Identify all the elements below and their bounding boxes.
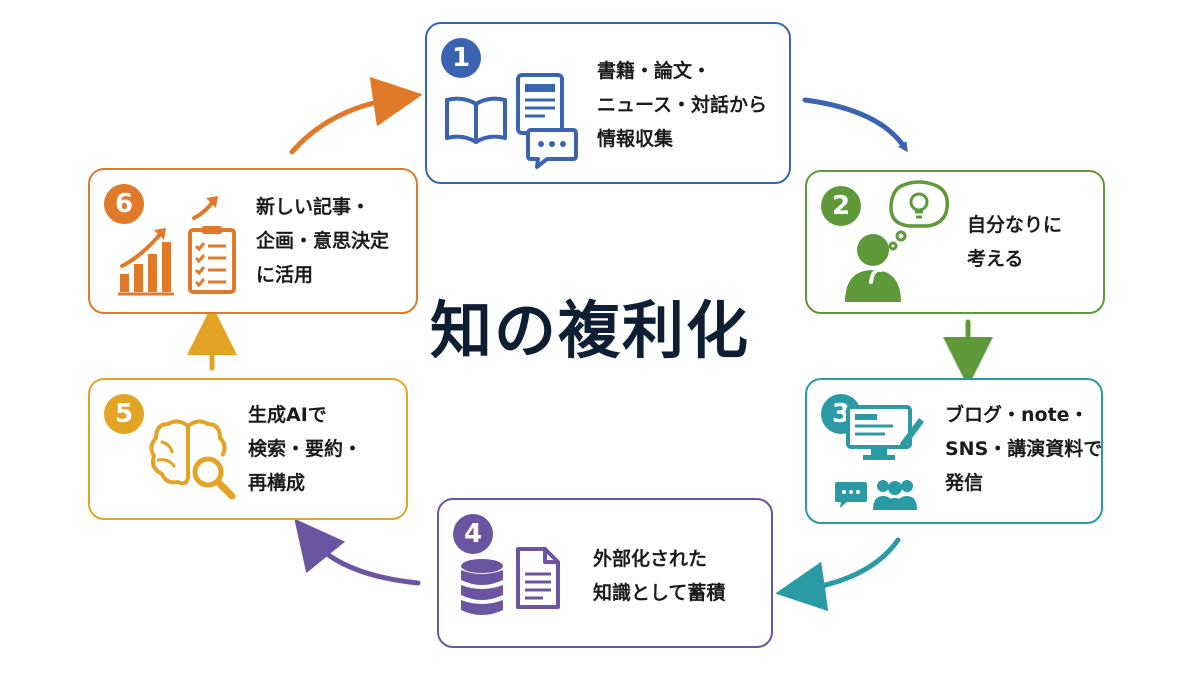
step-label: 生成AIで 検索・要約・ 再構成 — [248, 404, 363, 494]
chat-bubble-icon — [835, 482, 867, 508]
brain-search-icon — [149, 419, 236, 500]
arrow-4-to-5 — [294, 518, 421, 586]
step-card-3: 3 ブログ・note・ SNS・講演資料で 発信 — [805, 378, 1103, 524]
step-number-badge: 6 — [104, 184, 144, 224]
audience-icon — [873, 480, 917, 510]
step-number-badge: 5 — [104, 394, 144, 434]
step-label: ブログ・note・ SNS・講演資料で 発信 — [945, 404, 1103, 494]
step-number-badge: 4 — [453, 514, 493, 554]
step-number-badge: 2 — [821, 186, 861, 226]
chat-bubble-icon — [526, 128, 578, 169]
step-card-5: 5 生成AIで 検索・要約・ 再構成 — [88, 378, 408, 520]
thinking-person-icon — [845, 234, 901, 302]
arrow-1-to-2 — [802, 97, 908, 153]
diagram-title: 知の複利化 — [430, 294, 751, 367]
step-label: 新しい記事・ 企画・意思決定 に活用 — [256, 196, 390, 286]
step-card-2: 2 自分なりに 考える — [805, 170, 1105, 314]
checklist-icon — [188, 196, 236, 294]
book-icon — [445, 96, 507, 144]
growth-chart-icon — [118, 228, 174, 296]
monitor-edit-icon — [846, 405, 924, 460]
arrow-3-to-4 — [775, 537, 901, 612]
step-label: 書籍・論文・ ニュース・対話から 情報収集 — [597, 60, 768, 150]
database-icon — [461, 559, 503, 615]
document-icon — [516, 547, 560, 609]
step-card-6: 6 新しい記事・ 企画・意思決定 に活用 — [88, 168, 418, 314]
step-label: 外部化された 知識として蓄積 — [593, 548, 726, 604]
lightbulb-icon — [888, 180, 950, 251]
step-card-1: 1 書籍・論文・ ニュース・対話から 情報収集 — [425, 22, 791, 184]
arrow-6-to-1 — [289, 76, 423, 155]
step-number-badge: 1 — [441, 38, 481, 78]
step-label: 自分なりに 考える — [967, 214, 1063, 270]
step-card-4: 4 外部化された 知識として蓄積 — [437, 498, 773, 648]
